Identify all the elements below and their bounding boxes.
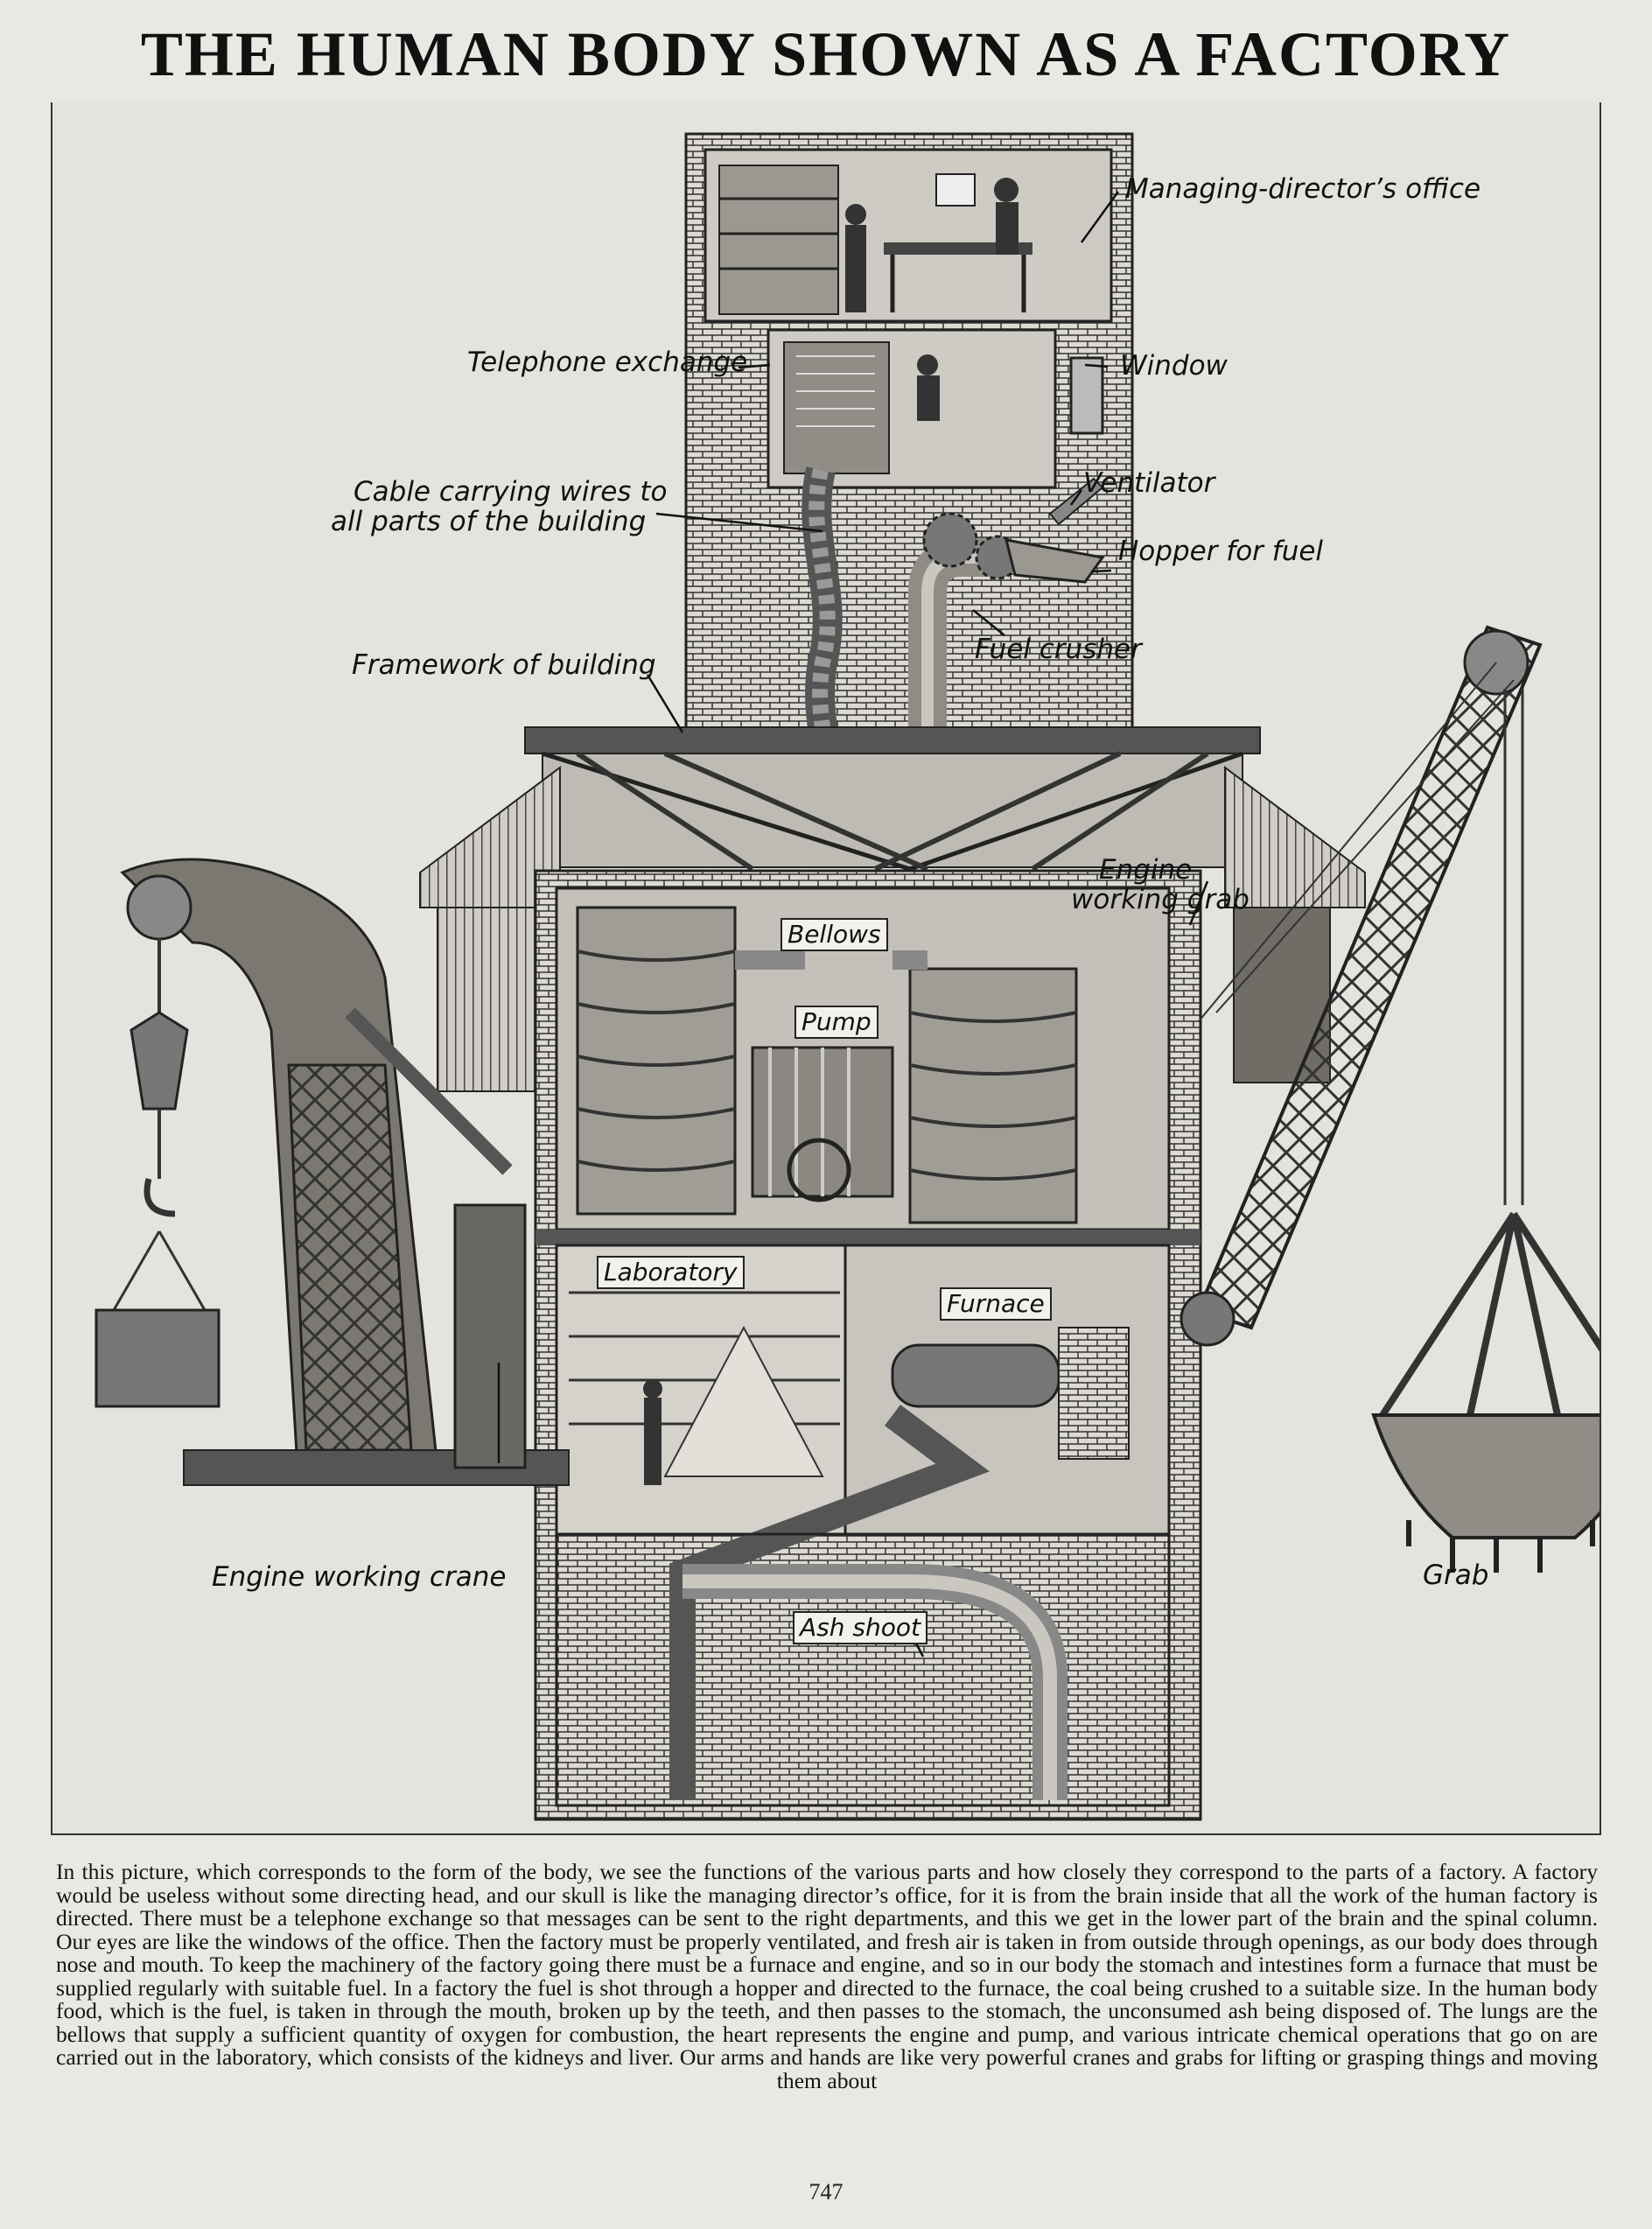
- label-telephone-exchange: Telephone exchange: [467, 347, 748, 378]
- label-furnace: Furnace: [940, 1287, 1052, 1321]
- label-hopper-for-fuel: Hopper for fuel: [1118, 536, 1324, 567]
- bellows-left: [576, 906, 737, 1216]
- pump: [751, 1046, 894, 1202]
- bellows-right: [908, 967, 1078, 1224]
- head-tower: [684, 132, 1134, 775]
- label-cable-line1: Cable carrying wires to: [354, 476, 668, 508]
- label-managing-directors-office: Managing-director’s office: [1125, 173, 1481, 205]
- label-cable-line2: all parts of the building: [331, 506, 647, 537]
- factory-drawing: [94, 132, 1600, 1821]
- factory-illustration: Managing-director’s office Telephone exc…: [51, 102, 1601, 1835]
- label-engine-working-crane: Engine working crane: [212, 1561, 507, 1593]
- label-fuel-crusher: Fuel crusher: [975, 634, 1142, 665]
- shoulders: [419, 726, 1366, 1092]
- page-number: 747: [808, 2179, 844, 2204]
- label-ventilator: Ventilator: [1083, 467, 1215, 499]
- left-crane: [94, 858, 570, 1486]
- caption-paragraph: In this picture, which corresponds to th…: [56, 1859, 1598, 2093]
- label-engine-grab-line2: working grab: [1071, 884, 1250, 915]
- label-window: Window: [1120, 350, 1228, 382]
- label-laboratory: Laboratory: [597, 1256, 745, 1289]
- right-crane: [1180, 625, 1600, 1573]
- label-grab: Grab: [1423, 1560, 1489, 1591]
- label-bellows: Bellows: [780, 918, 888, 951]
- label-engine-grab-line1: Engine: [1099, 854, 1193, 886]
- label-ash-shoot: Ash shoot: [793, 1611, 928, 1644]
- label-pump: Pump: [794, 1006, 878, 1039]
- label-framework-of-building: Framework of building: [352, 649, 656, 681]
- page-title: THE HUMAN BODY SHOWN AS A FACTORY: [140, 19, 1512, 89]
